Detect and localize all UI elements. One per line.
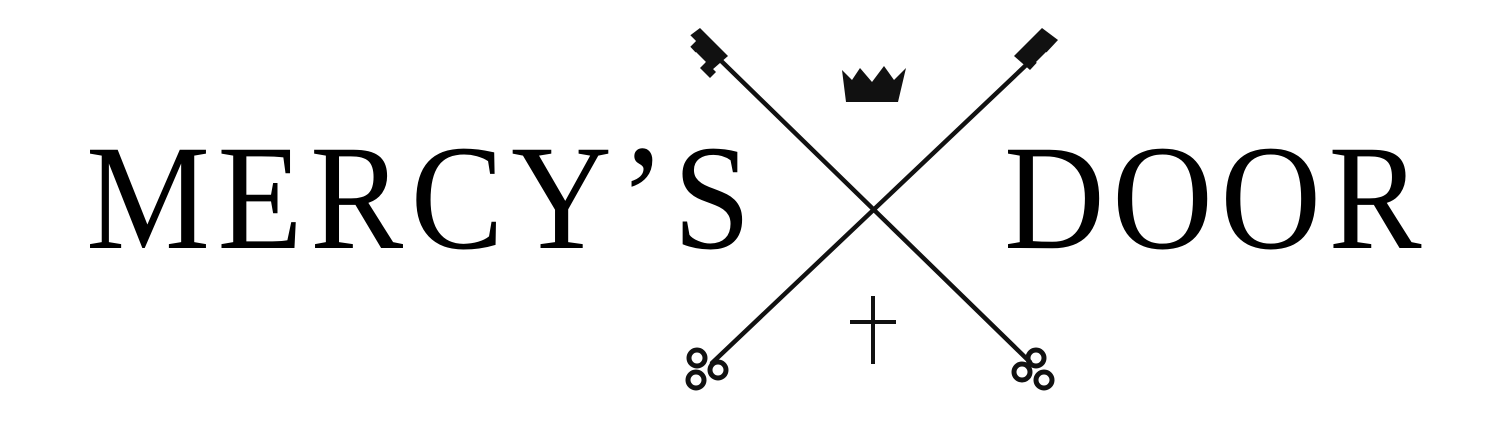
cross-icon (850, 296, 896, 364)
key-bow-right-icon (1011, 347, 1055, 391)
key-bit-right-icon (1014, 28, 1058, 70)
key-bit-left-icon (681, 28, 728, 78)
logo-word-right: DOOR (1004, 115, 1430, 281)
crown-icon (842, 66, 906, 102)
key-bow-left-icon (685, 347, 729, 391)
logo-word-left: MERCY’S (86, 115, 759, 281)
